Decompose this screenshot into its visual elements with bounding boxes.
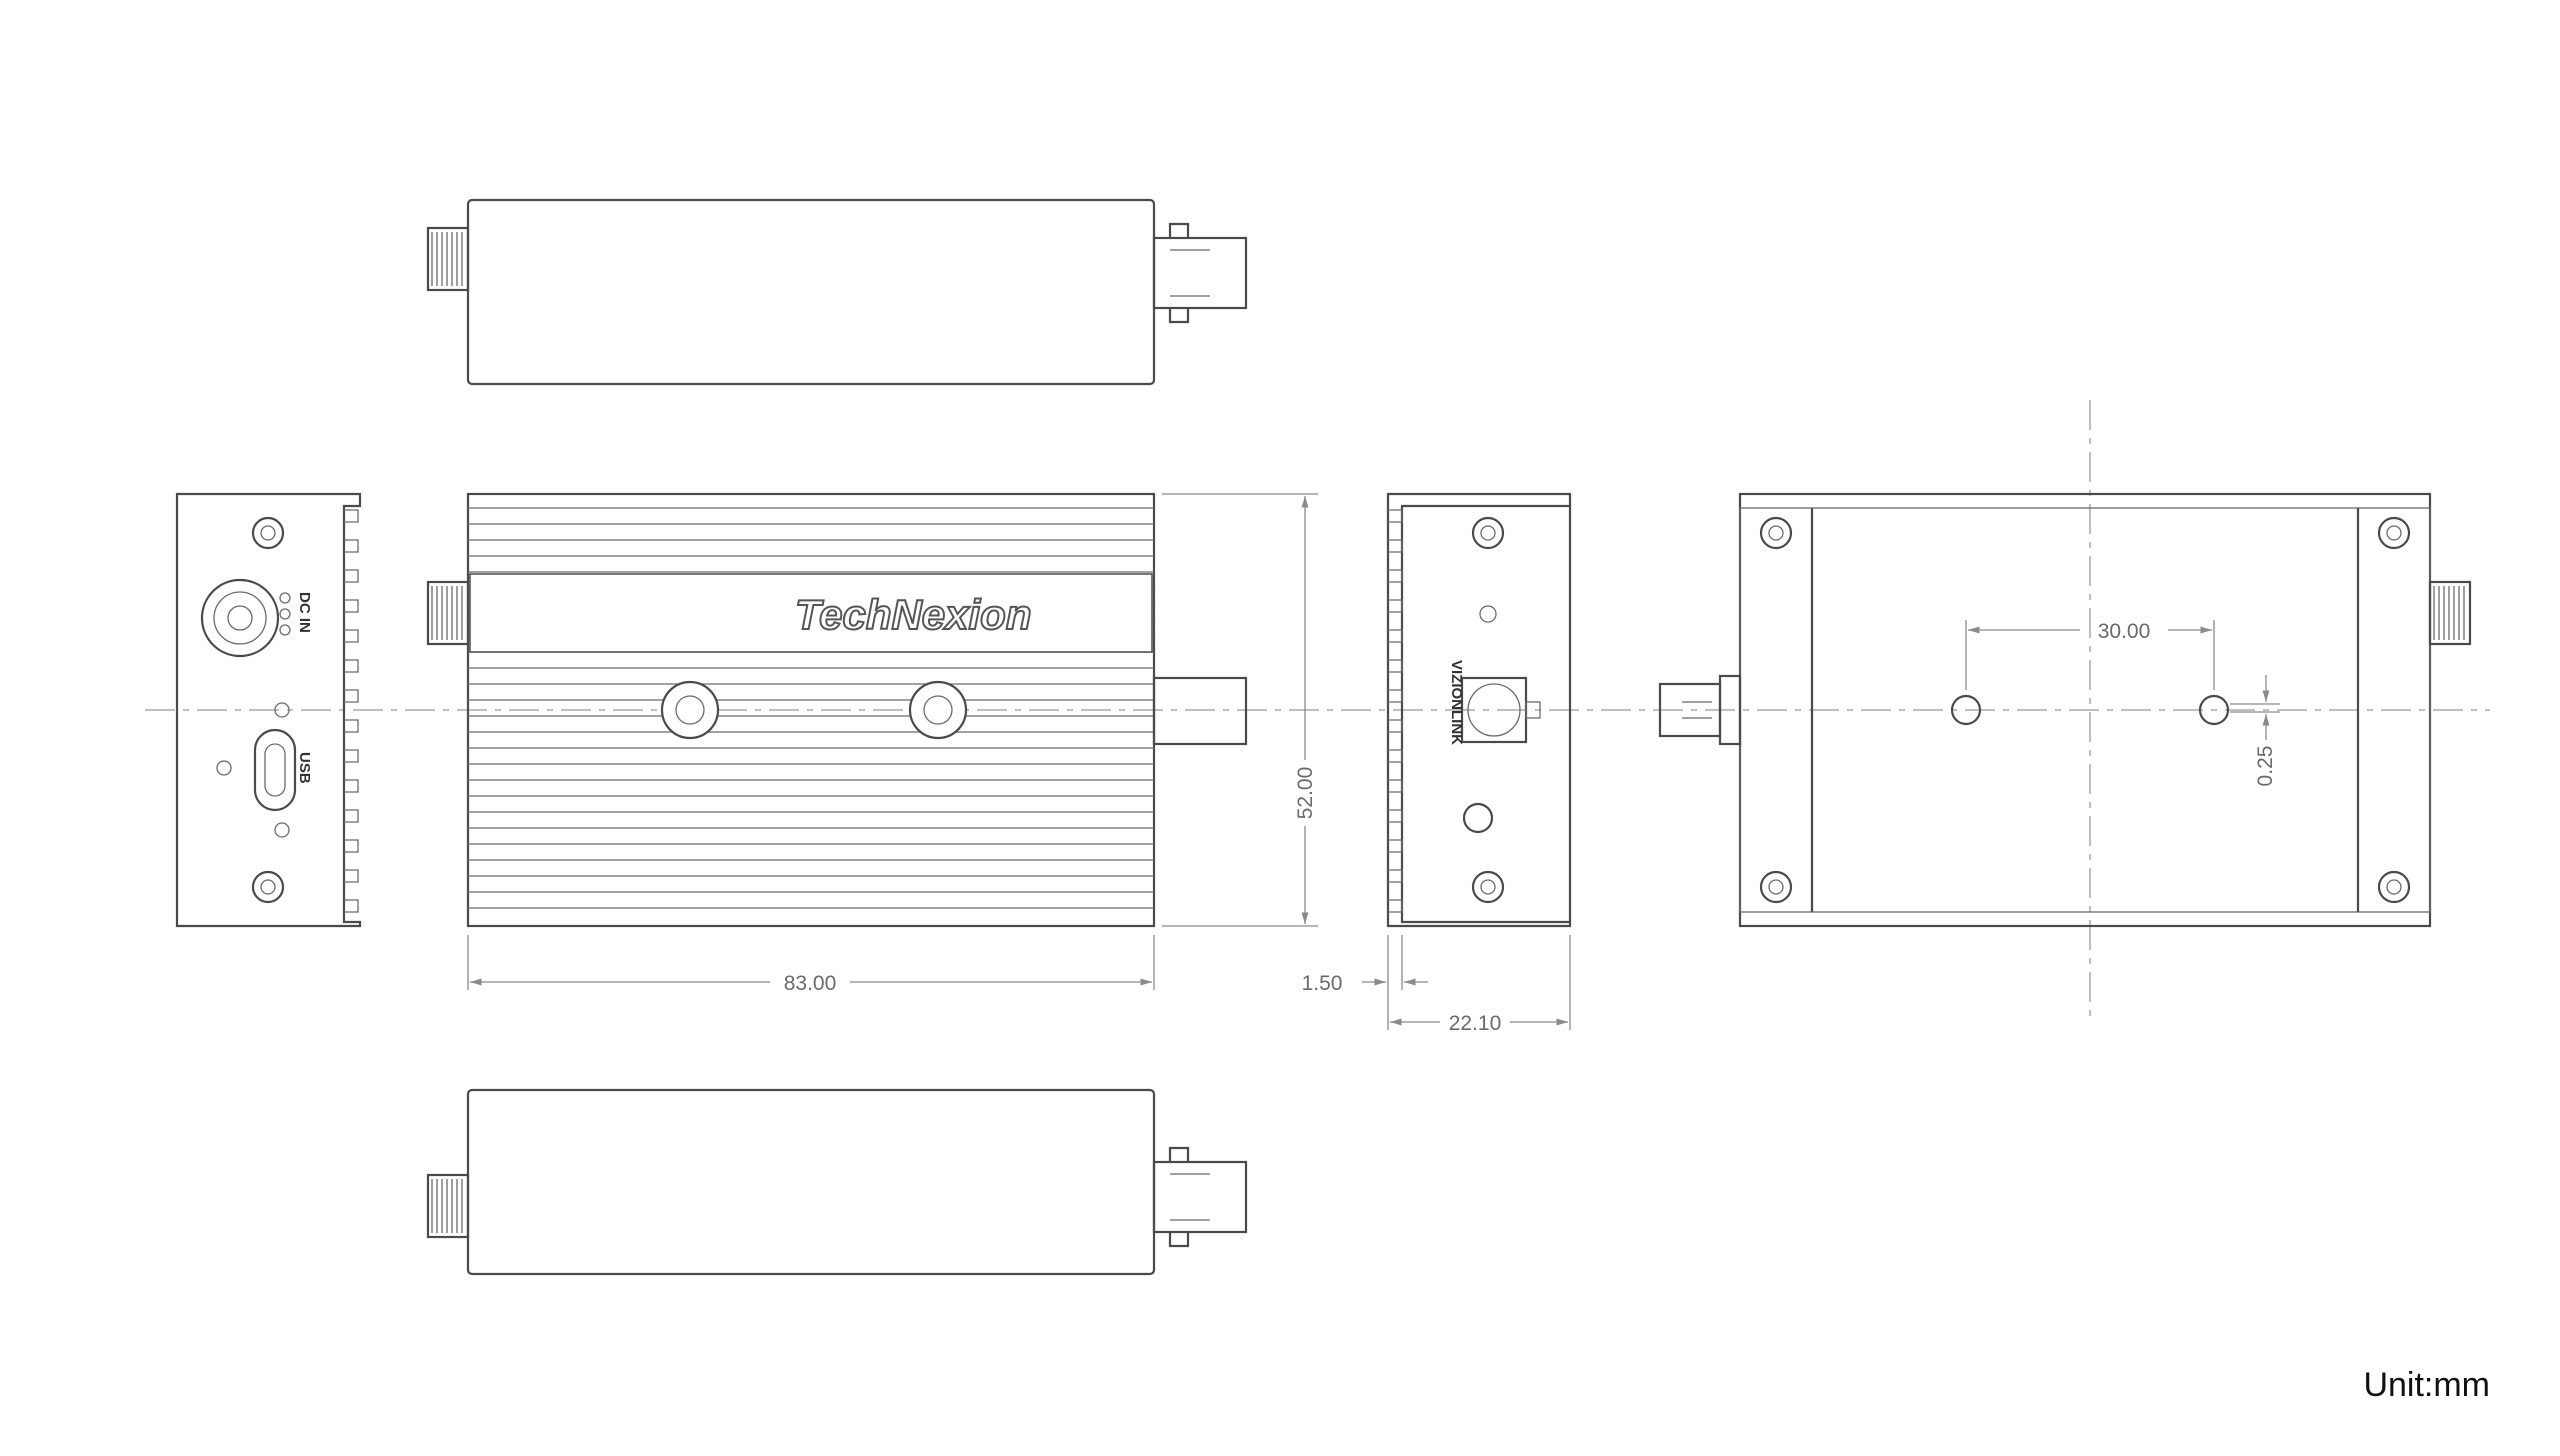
brand-logo: TechNexion	[795, 591, 1032, 638]
dimension-hole-spacing: 30.00	[1965, 620, 2215, 690]
usb-label: USB	[296, 752, 313, 784]
length-dimension-value: 83.00	[784, 972, 837, 995]
hole-spacing-dimension-value: 30.00	[2098, 620, 2151, 643]
dc-in-label: DC IN	[296, 592, 313, 633]
dimension-hole-offset: 0.25	[2230, 675, 2280, 786]
dimension-flange: 1.50	[1302, 935, 1428, 1030]
right-end-view: VIZIONLINK	[1386, 492, 1572, 928]
dimension-height: 52.00	[1162, 493, 1318, 927]
top-view	[426, 198, 1248, 386]
width-dimension-value: 22.10	[1449, 1012, 1502, 1035]
front-view: TechNexion	[426, 492, 1248, 928]
bottom-view	[426, 1088, 1248, 1276]
left-end-view: DC IN USB	[175, 492, 362, 928]
height-dimension-value: 52.00	[1294, 767, 1317, 820]
dimension-length: 83.00	[467, 935, 1155, 995]
unit-label: Unit:mm	[2363, 1366, 2490, 1404]
vizionlink-label: VIZIONLINK	[1448, 660, 1465, 745]
dimension-width: 22.10	[1390, 935, 1571, 1035]
flange-dimension-value: 1.50	[1302, 972, 1343, 995]
hole-offset-dimension-value: 0.25	[2254, 746, 2277, 787]
rear-view	[1658, 492, 2472, 928]
